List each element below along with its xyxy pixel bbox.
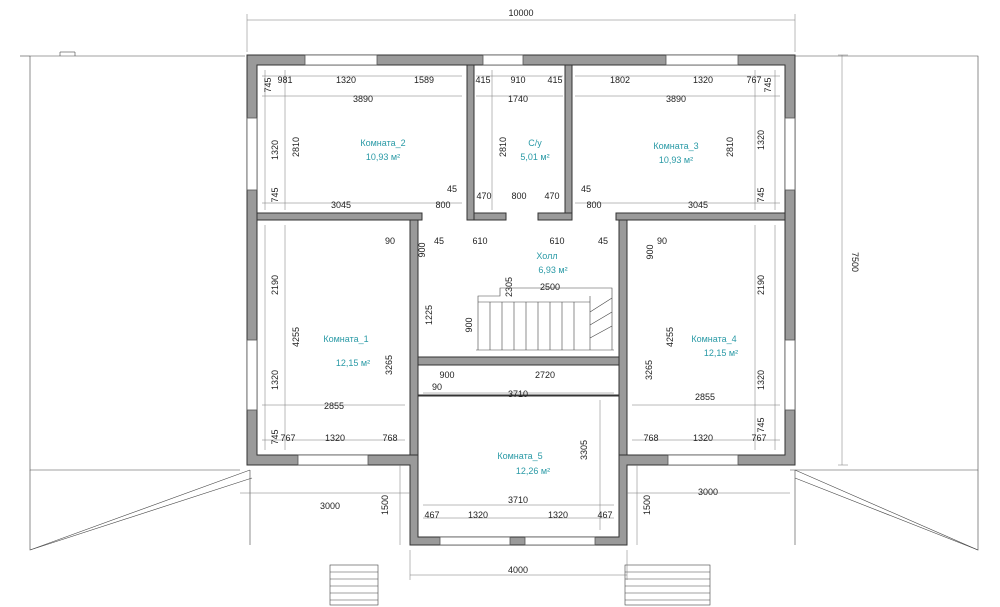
dim: 745 [763, 77, 773, 92]
windows [246, 54, 796, 546]
dim: 767 [751, 433, 766, 443]
dim: 3890 [353, 94, 373, 104]
dim: 2190 [756, 275, 766, 295]
dim: 2810 [291, 137, 301, 157]
dim: 2810 [498, 137, 508, 157]
room-1-area: 12,15 м² [336, 358, 370, 368]
dim: 45 [598, 236, 608, 246]
dim: 3045 [688, 200, 708, 210]
dim: 900 [464, 317, 474, 332]
dim: 45 [434, 236, 444, 246]
dim: 1225 [424, 305, 434, 325]
dim: 768 [643, 433, 658, 443]
dim: 90 [432, 382, 442, 392]
hall-name: Холл [536, 251, 557, 261]
dim: 1320 [270, 370, 280, 390]
room-3-area: 10,93 м² [659, 155, 693, 165]
dim: 3045 [331, 200, 351, 210]
room-4-name: Комната_4 [691, 334, 736, 344]
dim: 900 [417, 242, 427, 257]
dim: 1320 [756, 370, 766, 390]
dim: 3710 [508, 495, 528, 505]
dim: 800 [511, 191, 526, 201]
dim: 900 [439, 370, 454, 380]
hall-area: 6,93 м² [538, 265, 567, 275]
dim: 1320 [693, 75, 713, 85]
dim-total-width: 10000 [508, 8, 533, 18]
dim: 3305 [579, 440, 589, 460]
dimension-lines [240, 14, 848, 580]
dim: 1802 [610, 75, 630, 85]
roof-outline [20, 51, 979, 551]
dim: 768 [382, 433, 397, 443]
dim-right-wing: 3000 [698, 487, 718, 497]
dim: 1320 [270, 140, 280, 160]
stairs-entrance-left [329, 564, 379, 606]
dim: 910 [510, 75, 525, 85]
dim: 1320 [756, 130, 766, 150]
dim: 1320 [548, 510, 568, 520]
room-2-area: 10,93 м² [366, 152, 400, 162]
dim: 745 [756, 417, 766, 432]
dim: 467 [597, 510, 612, 520]
dim: 800 [586, 200, 601, 210]
dim: 767 [280, 433, 295, 443]
room-3-name: Комната_3 [653, 141, 698, 151]
room-5-area: 12,26 м² [516, 466, 550, 476]
dim: 2855 [324, 401, 344, 411]
dim: 610 [549, 236, 564, 246]
dim-left-wing-h: 1500 [380, 495, 390, 515]
dim: 745 [270, 187, 280, 202]
room-1-name: Комната_1 [323, 334, 368, 344]
dim: 1320 [325, 433, 345, 443]
dim: 1589 [414, 75, 434, 85]
dim: 2500 [540, 282, 560, 292]
dim: 3265 [384, 355, 394, 375]
dim: 415 [475, 75, 490, 85]
room-5-name: Комната_5 [497, 451, 542, 461]
dim: 745 [270, 429, 280, 444]
dim: 45 [447, 184, 457, 194]
dim: 610 [472, 236, 487, 246]
dim: 1740 [508, 94, 528, 104]
room-4-area: 12,15 м² [704, 348, 738, 358]
dim-bottom-width: 4000 [508, 565, 528, 575]
dim: 745 [263, 77, 273, 92]
dim: 1320 [336, 75, 356, 85]
dim: 2720 [535, 370, 555, 380]
wc-name: С/у [528, 138, 542, 148]
dim: 45 [581, 184, 591, 194]
dim: 767 [746, 75, 761, 85]
dim: 470 [544, 191, 559, 201]
dim: 2855 [695, 392, 715, 402]
dim: 1320 [693, 433, 713, 443]
interior-walls [256, 64, 786, 456]
stairs-entrance-right [624, 564, 711, 606]
dim: 2190 [270, 275, 280, 295]
dim: 4255 [665, 327, 675, 347]
dim: 900 [645, 244, 655, 259]
dim: 90 [385, 236, 395, 246]
dim: 415 [547, 75, 562, 85]
dim-left-wing: 3000 [320, 501, 340, 511]
dim: 470 [476, 191, 491, 201]
wc-area: 5,01 м² [520, 152, 549, 162]
dim: 2810 [725, 137, 735, 157]
dim: 800 [435, 200, 450, 210]
dim: 3265 [644, 360, 654, 380]
dim-total-height: 7500 [850, 252, 860, 272]
dim: 745 [756, 187, 766, 202]
dim: 4255 [291, 327, 301, 347]
dim: 467 [424, 510, 439, 520]
dim: 3890 [666, 94, 686, 104]
dim: 90 [657, 236, 667, 246]
room-2-name: Комната_2 [360, 138, 405, 148]
dim: 981 [277, 75, 292, 85]
interior-stairs [476, 287, 614, 351]
dim: 3710 [508, 389, 528, 399]
dim: 2305 [504, 277, 514, 297]
dim: 1320 [468, 510, 488, 520]
dim-right-wing-h: 1500 [642, 495, 652, 515]
